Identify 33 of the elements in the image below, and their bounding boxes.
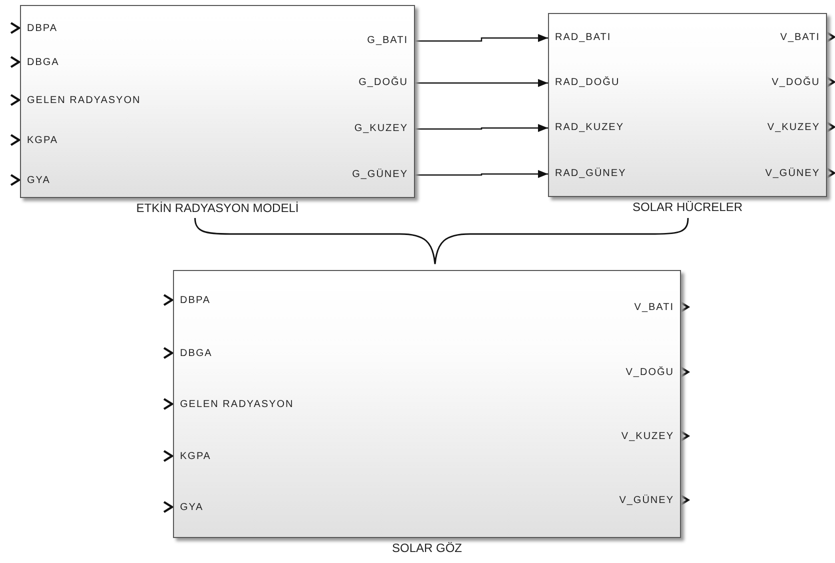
block-name: ETKİN RADYASYON MODELİ [136,201,299,215]
input-port-label: GYA [180,502,204,514]
input-port-label: RAD_DOĞU [555,77,620,89]
input-port-label: DBPA [27,23,58,35]
input-port-label: KGPA [180,451,212,463]
output-port-label: V_KUZEY [621,431,674,443]
output-port-label: G_BATI [367,35,408,47]
input-port-label: DBGA [27,57,60,69]
signal-arrow [415,124,548,132]
input-port-label: KGPA [27,135,58,147]
output-port-label: G_GÜNEY [352,169,408,181]
signal-arrow [415,34,548,42]
input-port-label: DBPA [180,295,210,307]
output-port-label: G_KUZEY [354,123,408,135]
input-port-label: RAD_KUZEY [555,122,624,134]
output-port-label: V_BATI [780,32,820,44]
input-port-label: GELEN RADYASYON [27,95,141,107]
block-name: SOLAR HÜCRELER [632,200,743,214]
block-name: SOLAR GÖZ [392,541,462,555]
signal-arrow [415,79,548,87]
output-port-label: V_GÜNEY [619,495,674,507]
input-port-label: GYA [27,175,50,187]
output-port-label: V_DOĞU [772,77,820,89]
input-port-label: RAD_BATI [555,32,612,44]
input-port-label: GELEN RADYASYON [180,399,294,411]
input-port-label: DBGA [180,348,212,360]
output-port-label: V_GÜNEY [765,168,820,180]
output-port-label: G_DOĞU [358,77,408,89]
output-port-label: V_KUZEY [767,122,820,134]
output-port-label: V_BATI [634,302,674,314]
output-port-label: V_DOĞU [626,367,674,379]
signal-arrow [415,170,548,178]
input-port-label: RAD_GÜNEY [555,168,626,180]
